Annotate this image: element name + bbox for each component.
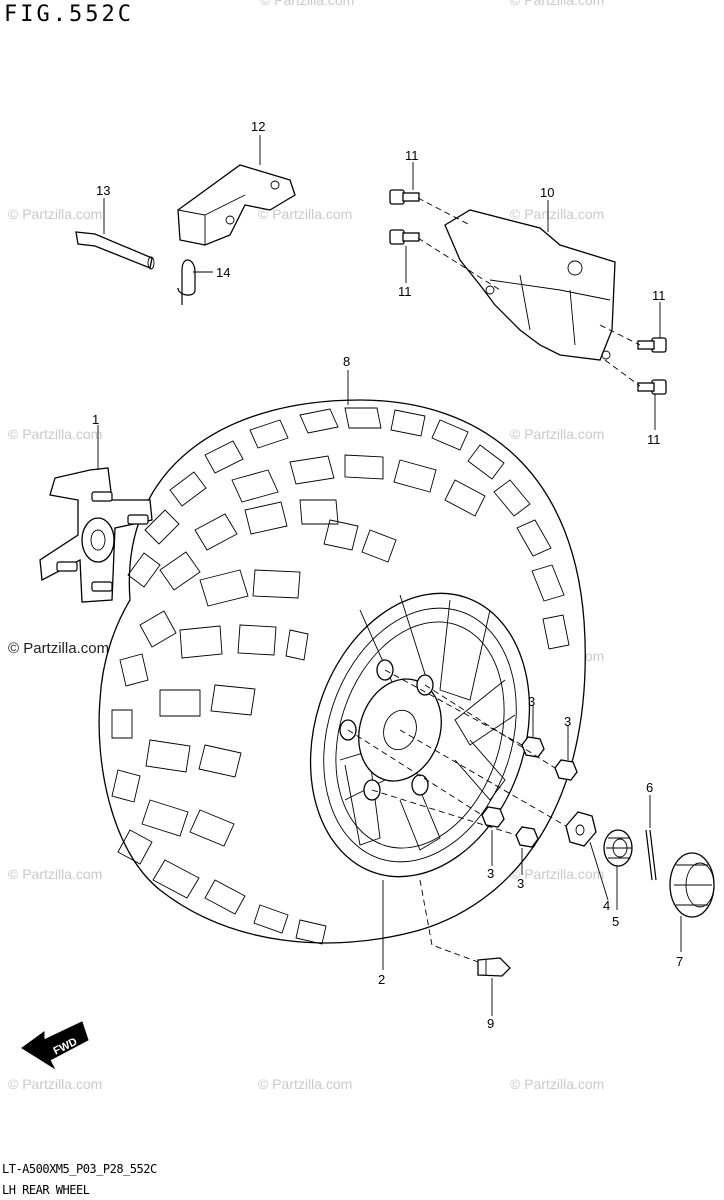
wheel-rim (309, 592, 531, 878)
hub-cap (669, 852, 715, 918)
drawing-code: LT-A500XM5_P03_P28_552C (2, 1162, 157, 1176)
castle-nut (603, 829, 633, 867)
watermark: © Partzilla.com (8, 866, 103, 882)
cotter-pin (645, 829, 657, 881)
callout-13: 13 (96, 183, 110, 198)
callout-9: 9 (487, 1016, 494, 1031)
callout-3: 3 (487, 866, 494, 881)
spring-clip (177, 259, 196, 305)
lug-nut (481, 806, 505, 828)
callout-11: 11 (652, 288, 666, 303)
bolt (389, 229, 420, 245)
lug-nut (515, 826, 539, 848)
bracket (444, 209, 616, 361)
watermark: © Partzilla.com (510, 866, 605, 882)
bolt (389, 189, 420, 205)
watermark-prominent: © Partzilla.com (8, 640, 110, 657)
callout-3: 3 (517, 876, 524, 891)
wheel-hub (39, 467, 153, 603)
callout-11: 11 (398, 284, 412, 299)
callout-7: 7 (676, 954, 683, 969)
bolt (637, 379, 667, 395)
bolt (637, 337, 667, 353)
callout-14: 14 (216, 265, 230, 280)
watermark: © Partzilla.com (510, 0, 605, 8)
hitch-pin (75, 231, 155, 270)
callout-3: 3 (528, 694, 535, 709)
figure-title: FIG.552C (4, 2, 134, 27)
callout-11: 11 (647, 432, 661, 447)
watermark: © Partzilla.com (8, 426, 103, 442)
watermark: © Partzilla.com (510, 206, 605, 222)
watermark: © Partzilla.com (258, 206, 353, 222)
lug-nut (554, 759, 578, 781)
callout-5: 5 (612, 914, 619, 929)
callout-11: 11 (405, 148, 419, 163)
hitch-receiver (177, 164, 296, 246)
leader-lines (97, 135, 682, 1016)
callout-3: 3 (564, 714, 571, 729)
callout-4: 4 (603, 898, 610, 913)
callout-1: 1 (92, 412, 99, 427)
fwd-arrow: FWD (21, 1021, 89, 1070)
watermark: © Partzilla.com (8, 1076, 103, 1092)
watermark: © Partzilla.com (510, 1076, 605, 1092)
callout-8: 8 (343, 354, 350, 369)
figure-caption: LH REAR WHEEL (2, 1183, 90, 1197)
lug-nut (521, 736, 545, 758)
callout-2: 2 (378, 972, 385, 987)
valve-stem (477, 957, 511, 977)
callout-6: 6 (646, 780, 653, 795)
callout-12: 12 (251, 119, 265, 134)
callout-10: 10 (540, 185, 554, 200)
watermark: © Partzilla.com (258, 1076, 353, 1092)
watermark: © Partzilla.com (260, 0, 355, 8)
alignment-lines (347, 197, 641, 963)
callout-labels: 1 2 3 3 3 3 4 5 6 7 8 9 10 11 11 11 11 1… (92, 119, 683, 1031)
washer (565, 811, 597, 847)
watermark: © Partzilla.com (510, 426, 605, 442)
watermark: © Partzilla.com (8, 206, 103, 222)
